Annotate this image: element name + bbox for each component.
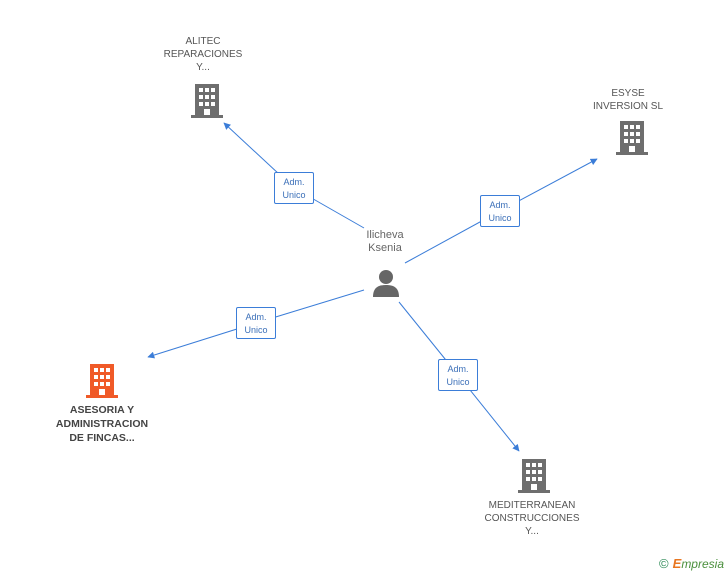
brand-logo-text: mpresia <box>681 557 724 571</box>
company-label-mediterranean[interactable]: MEDITERRANEAN CONSTRUCCIONES Y... <box>472 499 592 538</box>
role-line: Unico <box>446 377 470 387</box>
company-label-line: REPARACIONES <box>163 49 243 60</box>
role-line: Unico <box>488 213 512 223</box>
company-label-line: ESYSE <box>611 88 645 99</box>
edge-role-label-asesoria[interactable]: Adm. Unico <box>236 307 276 339</box>
person-name-line2: Ksenia <box>368 242 402 254</box>
person-name-line1: Ilicheva <box>366 229 404 241</box>
company-label-alitec[interactable]: ALITEC REPARACIONES Y... <box>148 35 258 74</box>
company-label-line: Y... <box>525 526 539 537</box>
role-line: Unico <box>244 325 268 335</box>
building-icon[interactable] <box>86 364 118 398</box>
copyright-symbol: © <box>659 556 669 571</box>
person-icon[interactable] <box>371 268 401 298</box>
role-line: Adm. <box>489 200 511 210</box>
company-label-line: ADMINISTRACION <box>55 418 149 430</box>
company-label-line: ALITEC <box>185 36 221 47</box>
company-label-line: ASESORIA Y <box>69 404 135 416</box>
building-icon[interactable] <box>191 84 223 118</box>
edge-role-label-esyse[interactable]: Adm. Unico <box>480 195 520 227</box>
person-name[interactable]: Ilicheva Ksenia <box>352 229 418 255</box>
company-label-esyse[interactable]: ESYSE INVERSION SL <box>578 87 678 113</box>
company-label-line: DE FINCAS... <box>69 432 135 444</box>
role-line: Adm. <box>283 177 305 187</box>
company-label-line: INVERSION SL <box>592 101 664 112</box>
empresia-credit[interactable]: ©Empresia <box>659 556 724 571</box>
role-line: Adm. <box>245 312 267 322</box>
building-icon[interactable] <box>518 459 550 493</box>
company-label-asesoria[interactable]: ASESORIA Y ADMINISTRACION DE FINCAS... <box>37 403 167 445</box>
building-icon[interactable] <box>616 121 648 155</box>
company-label-line: MEDITERRANEAN <box>488 500 576 511</box>
edge-role-label-mediterranean[interactable]: Adm. Unico <box>438 359 478 391</box>
role-line: Adm. <box>447 364 469 374</box>
company-label-line: Y... <box>196 62 210 73</box>
role-line: Unico <box>282 190 306 200</box>
edge-role-label-alitec[interactable]: Adm. Unico <box>274 172 314 204</box>
company-label-line: CONSTRUCCIONES <box>484 513 580 524</box>
brand-logo-initial: E <box>672 556 682 571</box>
